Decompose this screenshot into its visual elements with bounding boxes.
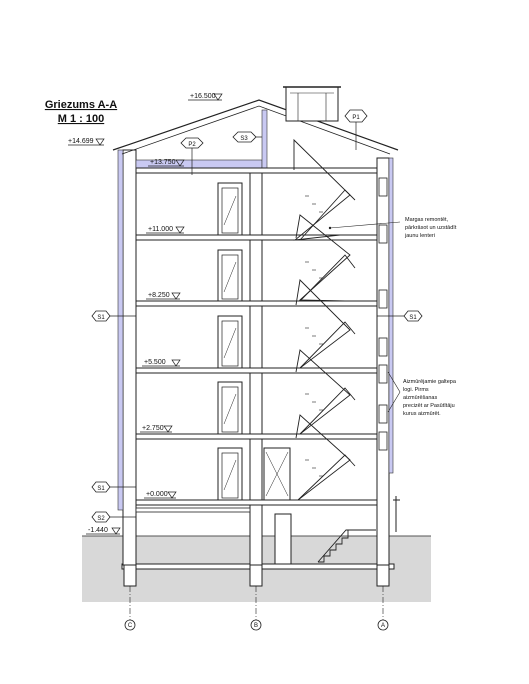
- drawing-title: Griezums A-A: [45, 99, 117, 111]
- note-windows-line2: logi. Pirms: [403, 387, 429, 393]
- level-marker-floor2: +2.750: [140, 425, 173, 433]
- right-wall-insulation: [388, 157, 394, 474]
- tag-p1: P1: [344, 109, 368, 150]
- svg-text:S1: S1: [97, 486, 105, 492]
- svg-text:P1: P1: [352, 115, 360, 121]
- note-railing-line2: pārkrāsot un uzstādīt: [405, 225, 457, 231]
- note-windows-line4: precizēt ar Pasūtītāju: [403, 403, 455, 409]
- axis-label-c: C: [128, 623, 133, 629]
- level-label-floor2: +2.750: [142, 425, 164, 432]
- svg-text:S2: S2: [97, 516, 105, 522]
- foundation-left: [123, 563, 137, 587]
- axis-a: A: [377, 586, 389, 631]
- level-marker-ridge: +16.500: [188, 93, 223, 101]
- floor-slab-2: [135, 433, 378, 440]
- right-wall-windows: [378, 177, 388, 451]
- drawing-scale: M 1 : 100: [58, 113, 104, 125]
- floor-slab-3: [135, 367, 378, 374]
- level-marker-eaves: +14.699: [68, 138, 105, 146]
- tag-s3: S3: [232, 131, 262, 143]
- foundation-mid: [249, 563, 263, 587]
- chimney: [285, 86, 339, 122]
- tag-s1-left-upper: S1: [91, 310, 136, 322]
- svg-text:P2: P2: [188, 142, 196, 148]
- level-label-eaves: +14.699: [68, 138, 94, 145]
- svg-text:S1: S1: [409, 315, 417, 321]
- note-windows: Aizmūrējamie galtepa logi. Pirms aizmūrē…: [387, 371, 457, 417]
- level-label-basement: -1.440: [88, 527, 108, 534]
- note-railing-line3: jaunu lenteri: [404, 233, 435, 239]
- floor-slab-basement: [135, 507, 251, 513]
- axis-label-a: A: [381, 623, 385, 629]
- level-marker-floor4: +8.250: [146, 292, 181, 300]
- level-marker-ground: +0.000: [144, 491, 177, 499]
- svg-text:S1: S1: [97, 315, 105, 321]
- right-exterior-wall: [376, 157, 390, 566]
- left-exterior-wall: [122, 149, 137, 566]
- floor-slab-attic: [135, 167, 378, 174]
- note-windows-line3: aizmūrēšanas: [403, 395, 437, 401]
- level-label-attic: +13.750: [150, 159, 176, 166]
- left-wall-insulation: [117, 149, 124, 511]
- foundation-right: [376, 563, 390, 587]
- doors: [217, 182, 292, 565]
- svg-text:S3: S3: [240, 136, 248, 142]
- axis-b: B: [250, 586, 262, 631]
- stair-steps: [305, 195, 323, 477]
- floor-slab-5: [135, 234, 378, 241]
- tag-s1-right: S1: [377, 310, 423, 322]
- note-railing: Margas remontēt, pārkrāsot un uzstādīt j…: [328, 217, 457, 239]
- floor-slab-ground: [135, 499, 378, 506]
- tag-s1-left-lower: S1: [91, 481, 136, 493]
- level-marker-attic: +13.750: [148, 159, 185, 167]
- level-label-floor5: +11.000: [148, 226, 173, 233]
- level-marker-basement: -1.440: [86, 527, 121, 535]
- note-windows-line5: kurus aizmūrēt.: [403, 411, 441, 417]
- note-railing-line1: Margas remontēt,: [405, 217, 449, 223]
- roof-inner: [121, 105, 391, 155]
- tag-s2: S2: [91, 511, 136, 523]
- level-label-floor4: +8.250: [148, 292, 170, 299]
- attic-wall: [261, 109, 268, 169]
- axis-c: C: [124, 586, 136, 631]
- level-marker-floor5: +11.000: [146, 226, 185, 234]
- level-label-ground: +0.000: [146, 491, 168, 498]
- floor-slab-4: [135, 300, 378, 307]
- axis-label-b: B: [254, 623, 258, 629]
- roof-outline: [112, 99, 399, 151]
- note-windows-line1: Aizmūrējamie galtepa: [403, 379, 457, 385]
- staircase: [293, 138, 376, 563]
- level-label-ridge: +16.500: [190, 93, 216, 100]
- tag-p2: P2: [180, 137, 204, 175]
- level-marker-floor3: +5.500: [142, 359, 181, 367]
- level-label-floor3: +5.500: [144, 359, 166, 366]
